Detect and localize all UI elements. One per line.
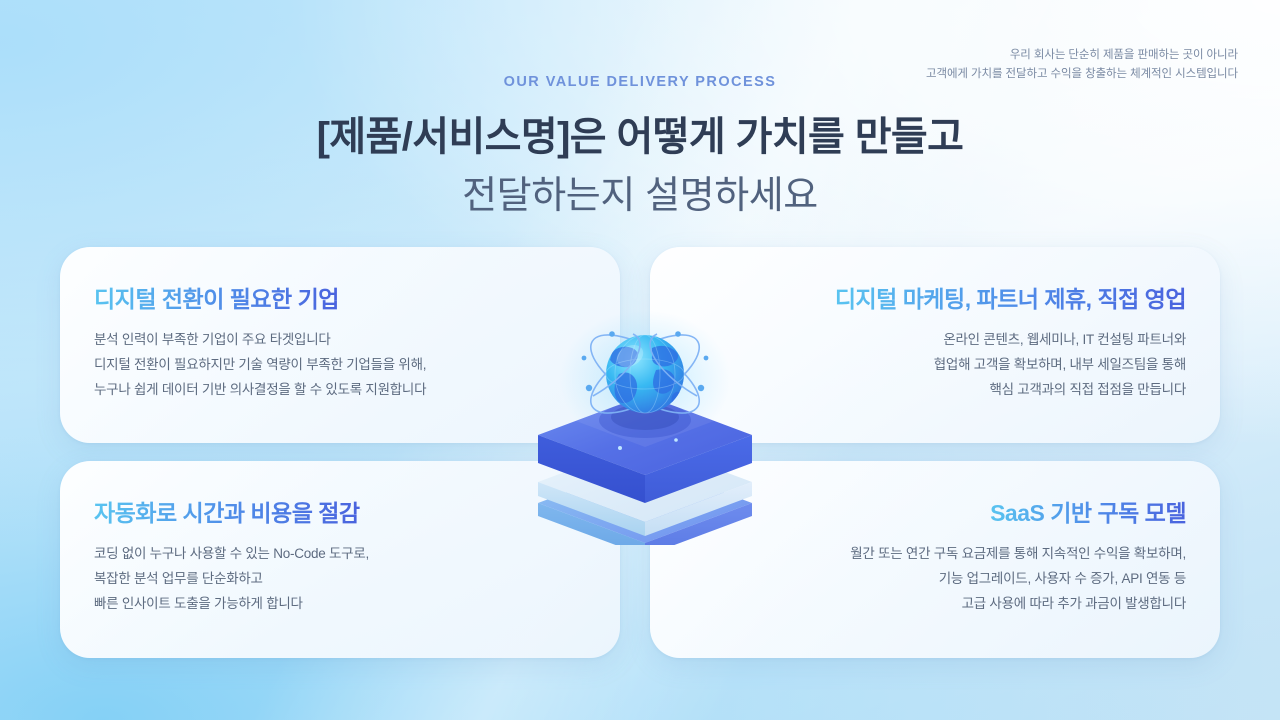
card-body-line: 코딩 없이 누구나 사용할 수 있는 No-Code 도구로, (94, 546, 370, 561)
card-content: SaaS 기반 구독 모델 월간 또는 연간 구독 요금제를 통해 지속적인 수… (650, 461, 1220, 658)
card-body-line: 온라인 콘텐츠, 웹세미나, IT 컨설팅 파트너와 (943, 332, 1186, 347)
tagline-line-1: 우리 회사는 단순히 제품을 판매하는 곳이 아니라 (1009, 49, 1238, 61)
card-heading: SaaS 기반 구독 모델 (990, 497, 1186, 529)
card-content: 디지털 전환이 필요한 기업 분석 인력이 부족한 기업이 주요 타겟입니다 디… (60, 247, 620, 443)
page-title: [제품/서비스명]은 어떻게 가치를 만들고 전달하는지 설명하세요 (0, 110, 1280, 224)
card-body-line: 핵심 고객과의 직접 접점을 만듭니다 (989, 382, 1186, 397)
card-body: 코딩 없이 누구나 사용할 수 있는 No-Code 도구로, 복잡한 분석 업… (94, 541, 586, 616)
card-body-line: 누구나 쉽게 데이터 기반 의사결정을 할 수 있도록 지원합니다 (94, 382, 427, 397)
card-heading: 디지털 전환이 필요한 기업 (94, 283, 339, 315)
card-body: 분석 인력이 부족한 기업이 주요 타겟입니다 디지털 전환이 필요하지만 기술… (94, 327, 586, 402)
card-channels[interactable]: 디지털 마케팅, 파트너 제휴, 직접 영업 온라인 콘텐츠, 웹세미나, IT… (650, 247, 1220, 443)
card-body-line: 디지털 전환이 필요하지만 기술 역량이 부족한 기업들을 위해, (94, 357, 427, 372)
card-body-line: 협업해 고객을 확보하며, 내부 세일즈팀을 통해 (933, 357, 1186, 372)
card-content: 자동화로 시간과 비용을 절감 코딩 없이 누구나 사용할 수 있는 No-Co… (60, 461, 620, 658)
card-heading: 자동화로 시간과 비용을 절감 (94, 497, 360, 529)
card-body-line: 고급 사용에 따라 추가 과금이 발생합니다 (961, 596, 1187, 611)
tagline: 우리 회사는 단순히 제품을 판매하는 곳이 아니라 고객에게 가치를 전달하고… (926, 46, 1238, 84)
card-body-line: 복잡한 분석 업무를 단순화하고 (94, 571, 263, 586)
card-body: 온라인 콘텐츠, 웹세미나, IT 컨설팅 파트너와 협업해 고객을 확보하며,… (684, 327, 1186, 402)
card-body: 월간 또는 연간 구독 요금제를 통해 지속적인 수익을 확보하며, 기능 업그… (684, 541, 1186, 616)
card-heading: 디지털 마케팅, 파트너 제휴, 직접 영업 (835, 283, 1187, 315)
page-title-line-2: 전달하는지 설명하세요 (462, 175, 818, 217)
page-title-line-1: [제품/서비스명]은 어떻게 가치를 만들고 (316, 115, 964, 159)
card-body-line: 분석 인력이 부족한 기업이 주요 타겟입니다 (94, 332, 331, 347)
tagline-line-2: 고객에게 가치를 전달하고 수익을 창출하는 체계적인 시스템입니다 (925, 68, 1238, 80)
card-revenue-model[interactable]: SaaS 기반 구독 모델 월간 또는 연간 구독 요금제를 통해 지속적인 수… (650, 461, 1220, 658)
card-body-line: 빠른 인사이트 도출을 가능하게 합니다 (94, 596, 303, 611)
card-content: 디지털 마케팅, 파트너 제휴, 직접 영업 온라인 콘텐츠, 웹세미나, IT… (650, 247, 1220, 443)
card-body-line: 월간 또는 연간 구독 요금제를 통해 지속적인 수익을 확보하며, (850, 546, 1186, 561)
card-body-line: 기능 업그레이드, 사용자 수 증가, API 연동 등 (938, 571, 1187, 586)
card-value-proposition[interactable]: 자동화로 시간과 비용을 절감 코딩 없이 누구나 사용할 수 있는 No-Co… (60, 461, 620, 658)
card-target-customer[interactable]: 디지털 전환이 필요한 기업 분석 인력이 부족한 기업이 주요 타겟입니다 디… (60, 247, 620, 443)
section-kicker: OUR VALUE DELIVERY PROCESS (503, 74, 777, 90)
